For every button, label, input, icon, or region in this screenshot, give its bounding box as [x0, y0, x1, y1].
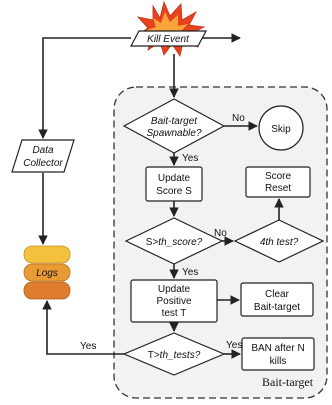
logs-layer-middle	[23, 263, 71, 282]
skip-label: Skip	[271, 124, 291, 135]
edge-label-no-skip: No	[232, 113, 245, 124]
data-collector-label-2: Collector	[23, 158, 63, 169]
clear-bait-node	[240, 282, 314, 317]
tests-threshold-label: T>th_tests?	[148, 350, 201, 361]
score-reset-node	[245, 166, 311, 198]
bait-spawnable-label-2: Spawnable?	[146, 128, 201, 139]
edge-label-yes-logs: Yes	[80, 341, 96, 352]
logs-layer-bottom	[23, 281, 71, 300]
ban-label-2: kills	[270, 356, 287, 367]
kill-event-node	[130, 30, 207, 47]
clear-bait-label-1: Clear	[265, 289, 290, 300]
update-score-label-1: Update	[158, 173, 191, 184]
tests-threshold-decision	[122, 332, 226, 376]
data-collector-label-1: Data	[32, 145, 54, 156]
ban-node	[241, 337, 315, 371]
skip-node	[258, 105, 304, 151]
update-positive-label-2: Positive	[156, 296, 191, 307]
edge-label-yes-ban: Yes	[226, 340, 242, 351]
edge-label-yes-update-score: Yes	[182, 153, 198, 164]
edge-label-no-fourth: No	[214, 228, 227, 239]
edge-kill-to-collector	[38, 37, 131, 139]
edge-tests-to-logs	[42, 300, 124, 355]
bait-spawnable-label-1: Bait-target	[151, 116, 198, 127]
update-positive-label-1: Update	[158, 284, 191, 295]
score-reset-label-2: Reset	[265, 183, 291, 194]
fourth-test-label: 4th test?	[260, 237, 299, 248]
update-positive-label-3: test T	[162, 308, 187, 319]
kill-event-label: Kill Event	[147, 34, 190, 45]
bait-target-region-label: Bait-target	[262, 375, 314, 389]
update-score-label-2: Score S	[156, 186, 192, 197]
score-reset-label-1: Score	[265, 171, 292, 182]
logs-layer-top	[23, 245, 71, 264]
clear-bait-label-2: Bait-target	[254, 302, 300, 313]
edge-label-yes-update-positive: Yes	[182, 267, 198, 278]
fourth-test-decision	[233, 219, 325, 263]
ban-label-1: BAN after N	[251, 343, 304, 354]
data-collector-node	[11, 139, 75, 173]
logs-label: Logs	[36, 268, 58, 279]
score-threshold-label: S>th_score?	[146, 237, 203, 248]
